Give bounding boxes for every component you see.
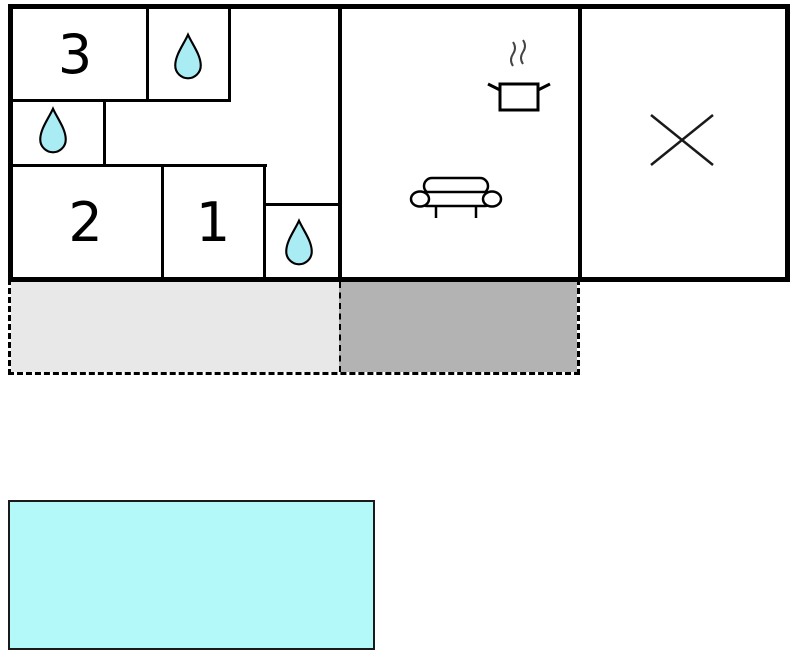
building-outline xyxy=(8,4,790,282)
wall-bath-top-right xyxy=(228,4,231,102)
wall-right-room-divider xyxy=(578,4,582,282)
wall-room3-right xyxy=(146,4,149,102)
wall-bath-bottom-top xyxy=(263,203,340,206)
room-label-2: 2 xyxy=(68,191,103,254)
wall-bath-left-right xyxy=(103,99,106,167)
wall-room1-right xyxy=(263,164,266,282)
wall-living-divider xyxy=(338,4,342,282)
stove-pot-icon xyxy=(483,38,553,122)
wall-room2-room1-divider xyxy=(161,164,164,282)
sofa-icon xyxy=(408,172,504,228)
cross-mark-icon xyxy=(646,110,718,170)
terrace-dark-section xyxy=(339,282,577,372)
water-drop-icon xyxy=(282,218,316,268)
wall-room3-bottom xyxy=(8,99,231,102)
terrace-area xyxy=(8,279,580,375)
room-label-3: 3 xyxy=(57,23,93,86)
water-drop-icon xyxy=(36,106,70,156)
swimming-pool xyxy=(8,500,375,650)
water-drop-icon xyxy=(171,32,205,82)
terrace-light-section xyxy=(11,282,340,372)
wall-room2-top xyxy=(8,164,267,167)
room-label-1: 1 xyxy=(195,191,231,254)
